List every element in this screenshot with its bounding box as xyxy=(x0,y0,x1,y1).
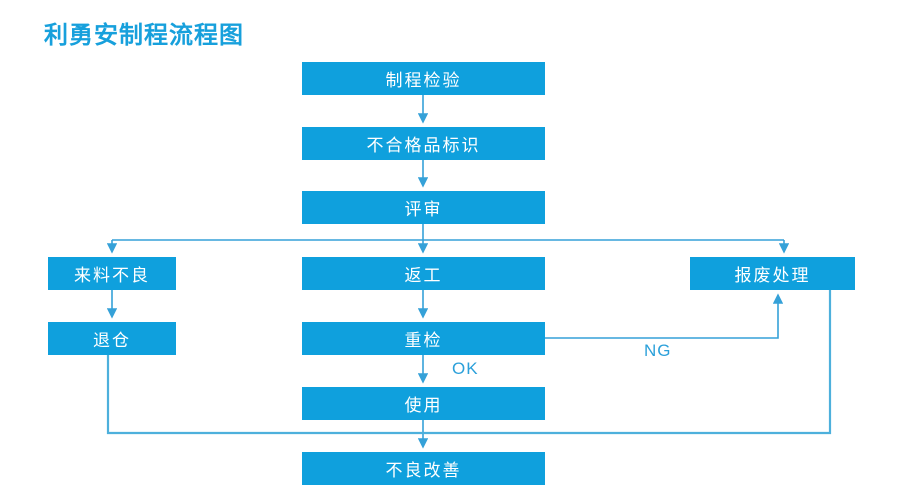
node-use: 使用 xyxy=(302,387,545,420)
edge-label-ng: NG xyxy=(644,341,672,360)
node-incoming-defect: 来料不良 xyxy=(48,257,176,290)
node-return-warehouse: 退仓 xyxy=(48,322,176,355)
node-rework: 返工 xyxy=(302,257,545,290)
node-process-inspection: 制程检验 xyxy=(302,62,545,95)
node-nonconforming-mark: 不合格品标识 xyxy=(302,127,545,160)
page-title: 利勇安制程流程图 xyxy=(44,22,244,49)
node-defect-improvement: 不良改善 xyxy=(302,452,545,485)
node-scrap-disposal: 报废处理 xyxy=(690,257,855,290)
edge-label-ok: OK xyxy=(452,359,479,378)
node-recheck: 重检 xyxy=(302,322,545,355)
connector-return-scrap-collector xyxy=(106,290,832,435)
node-review: 评审 xyxy=(302,191,545,224)
connector-recheck-to-scrap-ng xyxy=(545,293,784,339)
